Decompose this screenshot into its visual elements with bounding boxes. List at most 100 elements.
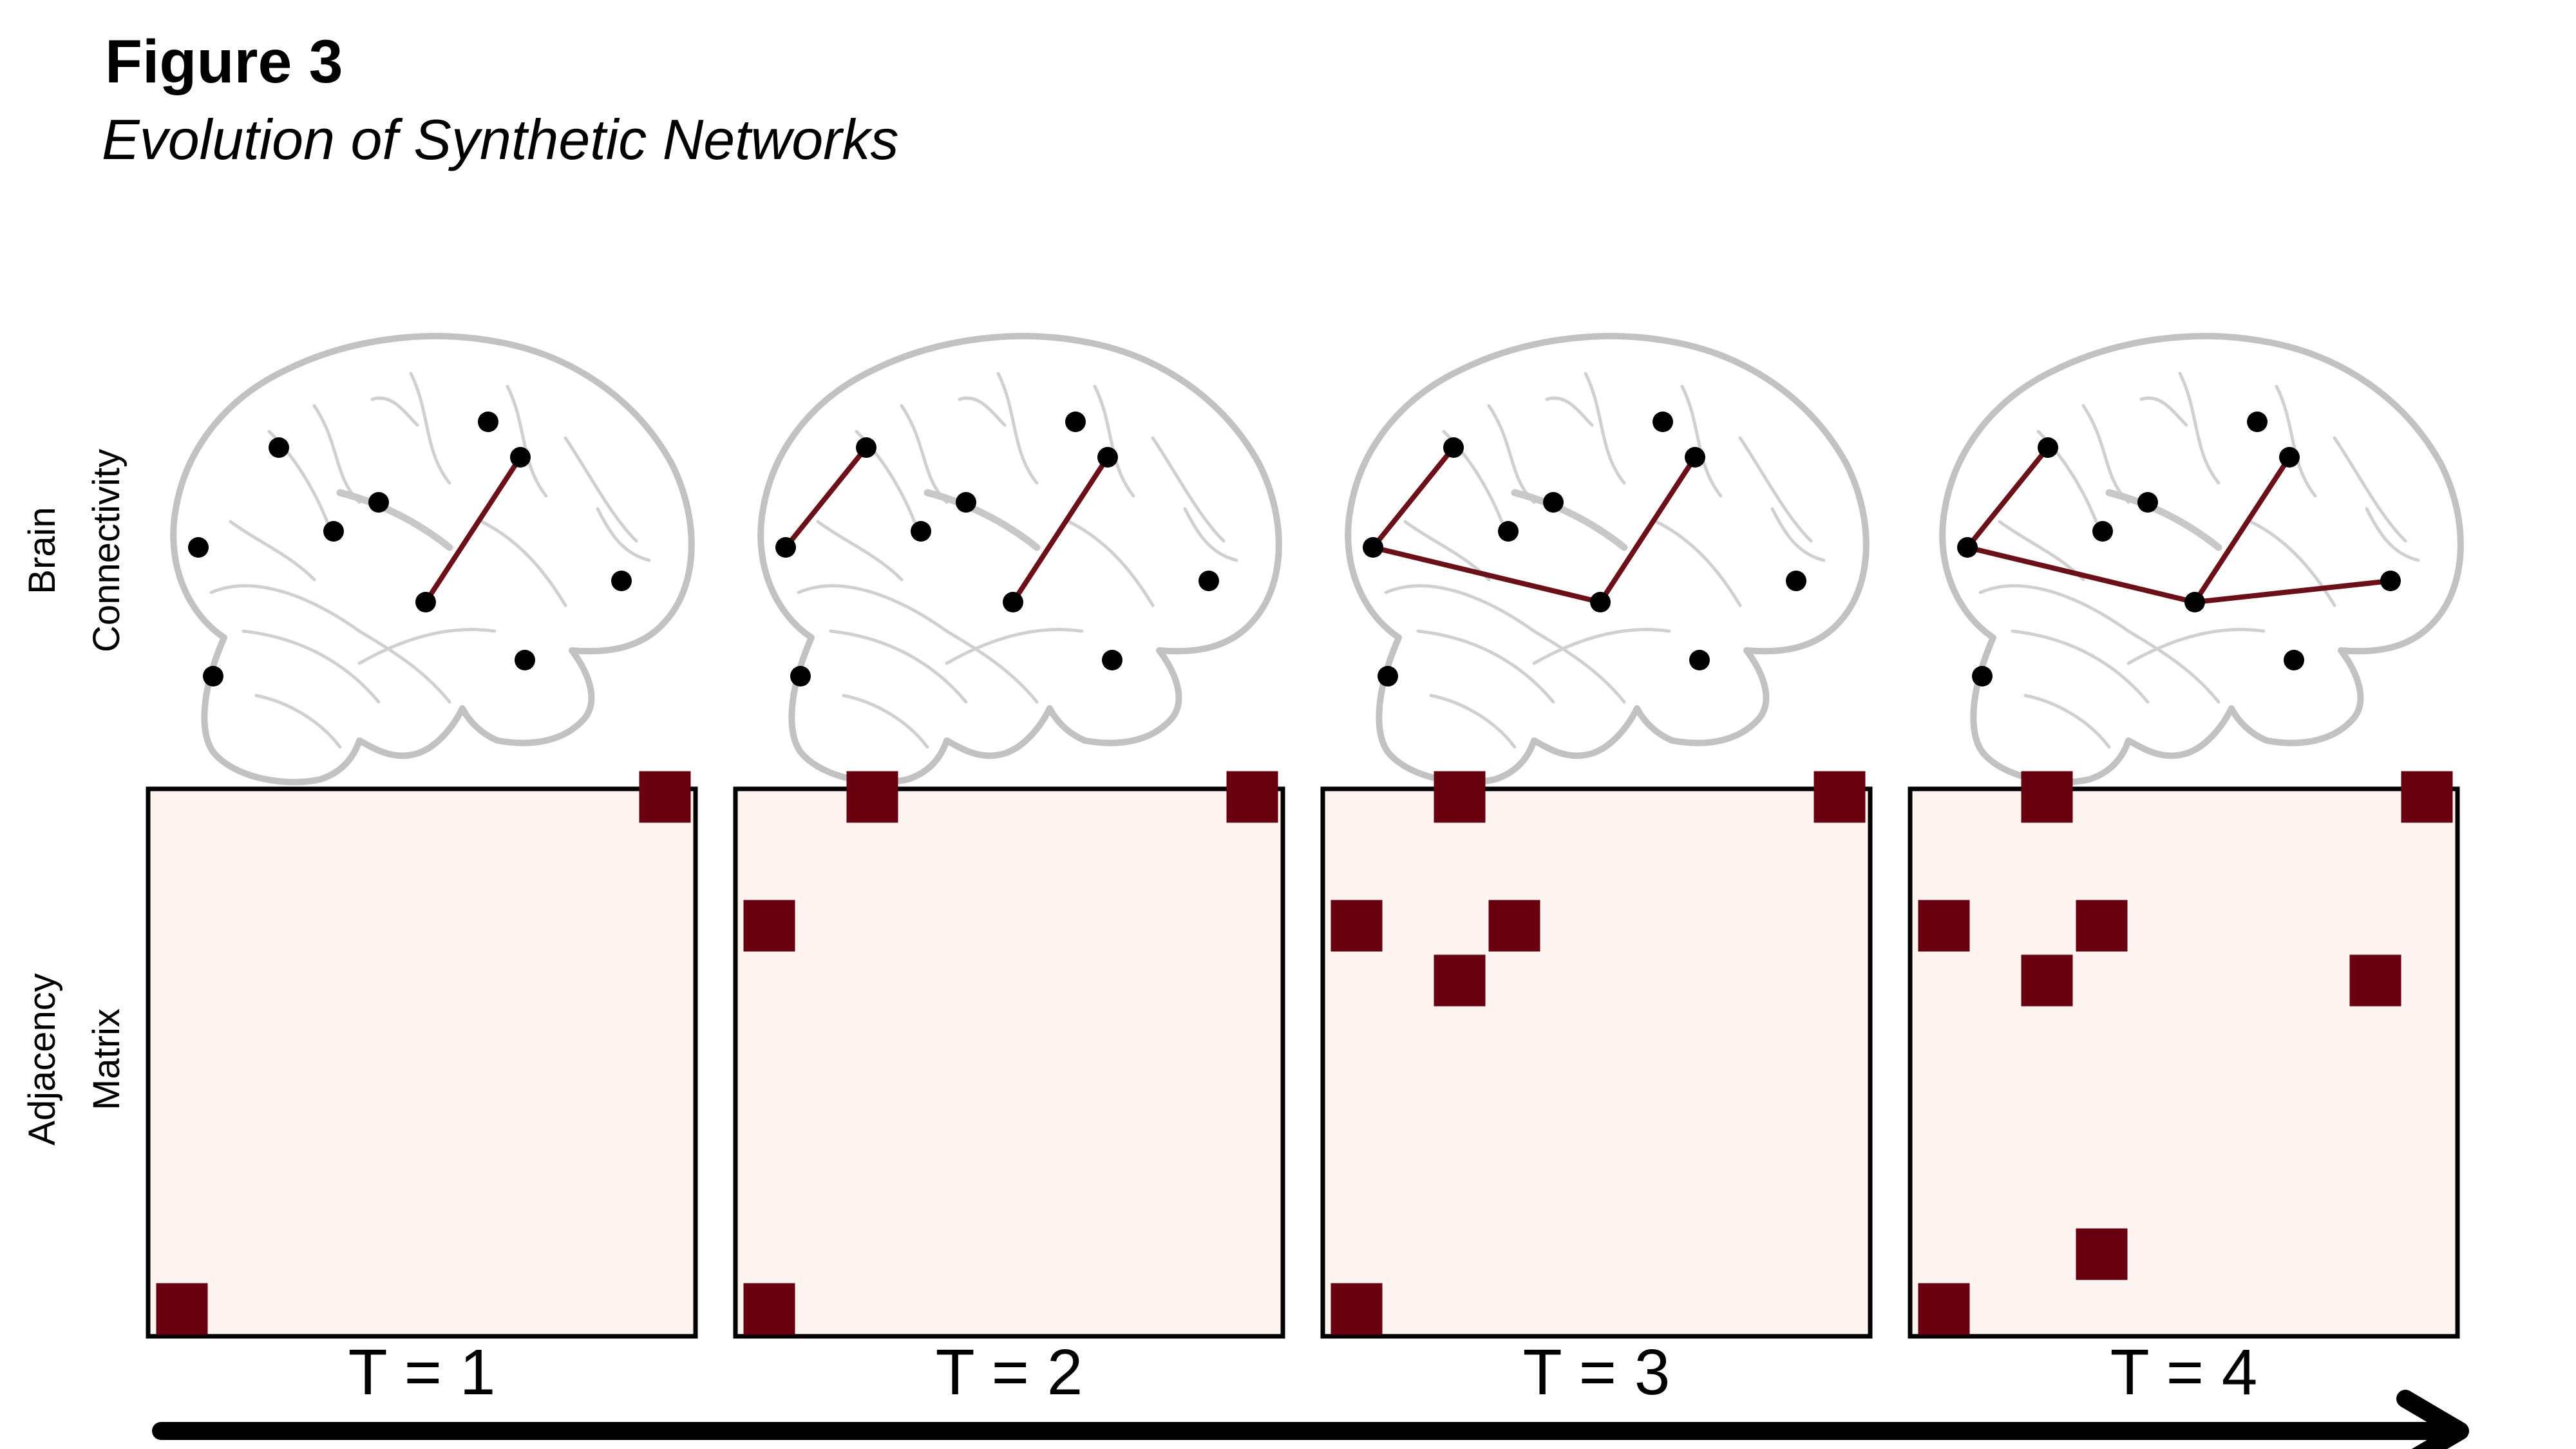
- brain-node: [1378, 666, 1398, 687]
- brain-node: [856, 437, 876, 458]
- brain-gyrus-line: [506, 384, 548, 498]
- brain-gyrus-line: [1067, 520, 1155, 607]
- brain-node: [269, 437, 289, 458]
- time-label-1: T = 1: [348, 1336, 496, 1408]
- brain-gyrus-line: [1545, 396, 1594, 427]
- brain-gyrus-line: [1680, 384, 1723, 498]
- time-label-4: T = 4: [2110, 1336, 2258, 1408]
- brain-node: [1689, 650, 1710, 670]
- brain-node: [2247, 412, 2268, 432]
- adjacency-matrix-2: [733, 771, 1285, 1339]
- brain-node: [1065, 412, 1086, 432]
- brain-gyrus-line: [2275, 384, 2317, 498]
- matrix-cell: [1918, 1283, 1970, 1335]
- matrix-cell: [1918, 900, 1970, 952]
- brain-node: [1102, 650, 1122, 670]
- brain-gyrus-line: [1584, 372, 1626, 485]
- brain-outline-icon: [1939, 332, 2464, 786]
- brain-panel-1: [170, 332, 695, 786]
- row-label-brain-line2: Connectivity: [86, 449, 128, 652]
- brain-node: [323, 521, 344, 542]
- brain-gyrus-line: [829, 629, 968, 704]
- matrix-frame: [146, 786, 698, 1339]
- matrix-cell: [2401, 771, 2453, 823]
- brain-node: [2038, 437, 2058, 458]
- brain-gyrus-line: [2023, 694, 2111, 749]
- brain-node: [2092, 521, 2113, 542]
- brain-gyrus-line: [816, 520, 904, 582]
- brain-gyrus-line: [1978, 584, 2221, 704]
- time-label-3: T = 3: [1523, 1336, 1671, 1408]
- time-arrow-icon: [152, 1390, 2469, 1449]
- connectivity-edge: [783, 445, 869, 550]
- brain-gyrus-line: [2139, 396, 2188, 427]
- matrix-cell: [1434, 771, 1486, 823]
- matrix-cell: [639, 771, 691, 823]
- brain-gyrus-line: [1093, 384, 1135, 498]
- brain-node: [1443, 437, 1464, 458]
- brain-node: [2184, 592, 2205, 612]
- connectivity-edge: [1598, 455, 1698, 605]
- brain-node: [2137, 492, 2158, 513]
- brain-gyrus-line: [254, 694, 342, 749]
- brain-node: [1590, 592, 1611, 612]
- brain-node: [1498, 521, 1519, 542]
- brain-gyrus-line: [242, 629, 381, 704]
- brain-gyrus-line: [797, 584, 1039, 704]
- brain-node: [1685, 447, 1705, 468]
- brain-gyrus-line: [1654, 520, 1742, 607]
- matrix-cell: [1331, 900, 1383, 952]
- brain-gyrus-line: [2249, 520, 2336, 607]
- brain-gyrus-line: [2126, 628, 2266, 665]
- brain-node: [775, 537, 796, 558]
- brain-node: [1653, 412, 1673, 432]
- adjacency-matrix-3: [1320, 771, 1873, 1339]
- matrix-cell: [2021, 771, 2073, 823]
- adjacency-matrix-1: [146, 771, 698, 1339]
- brain-gyrus-line: [564, 436, 638, 543]
- connectivity-edge: [1965, 445, 2050, 550]
- matrix-cell: [1331, 1283, 1383, 1335]
- brain-gyrus-line: [1770, 507, 1826, 562]
- brain-gyrus-line: [357, 628, 497, 665]
- connectivity-edge: [423, 455, 523, 605]
- brain-gyrus-line: [2333, 436, 2407, 543]
- brain-node: [415, 592, 436, 612]
- brain-node: [611, 571, 632, 591]
- figure-label: Figure 3: [105, 28, 343, 96]
- matrix-cell: [1814, 771, 1866, 823]
- brain-node: [1972, 666, 1993, 687]
- matrix-cell: [743, 900, 795, 952]
- brain-node: [956, 492, 976, 513]
- brain-node: [478, 412, 498, 432]
- brain-gyrus-line: [596, 507, 651, 562]
- brain-node: [510, 447, 531, 468]
- brain-node: [1786, 571, 1806, 591]
- matrix-frame: [733, 786, 1285, 1339]
- matrix-cell: [846, 771, 898, 823]
- brain-gyrus-line: [1429, 694, 1517, 749]
- matrix-frame: [1320, 786, 1873, 1339]
- brain-gyrus-line: [370, 396, 419, 427]
- connectivity-edge: [2192, 455, 2292, 605]
- brain-node: [2284, 650, 2304, 670]
- adjacency-matrix-4: [1908, 771, 2460, 1339]
- brain-gyrus-line: [1416, 629, 1555, 704]
- brain-gyrus-line: [1738, 436, 1813, 543]
- brain-gyrus-line: [900, 404, 949, 504]
- connectivity-edge: [1370, 445, 1456, 550]
- brain-node: [2380, 571, 2401, 591]
- brain-sulcus-line: [2105, 489, 2222, 551]
- brain-gyrus-line: [480, 520, 567, 607]
- matrix-cell: [1434, 954, 1486, 1007]
- brain-node: [368, 492, 389, 513]
- brain-gyrus-line: [1151, 436, 1226, 543]
- brain-gyrus-line: [945, 628, 1084, 665]
- brain-gyrus-line: [842, 694, 929, 749]
- brain-sulcus-line: [1511, 489, 1628, 551]
- figure-title: Evolution of Synthetic Networks: [102, 108, 898, 171]
- brain-node: [515, 650, 535, 670]
- connectivity-edge: [1965, 545, 2197, 605]
